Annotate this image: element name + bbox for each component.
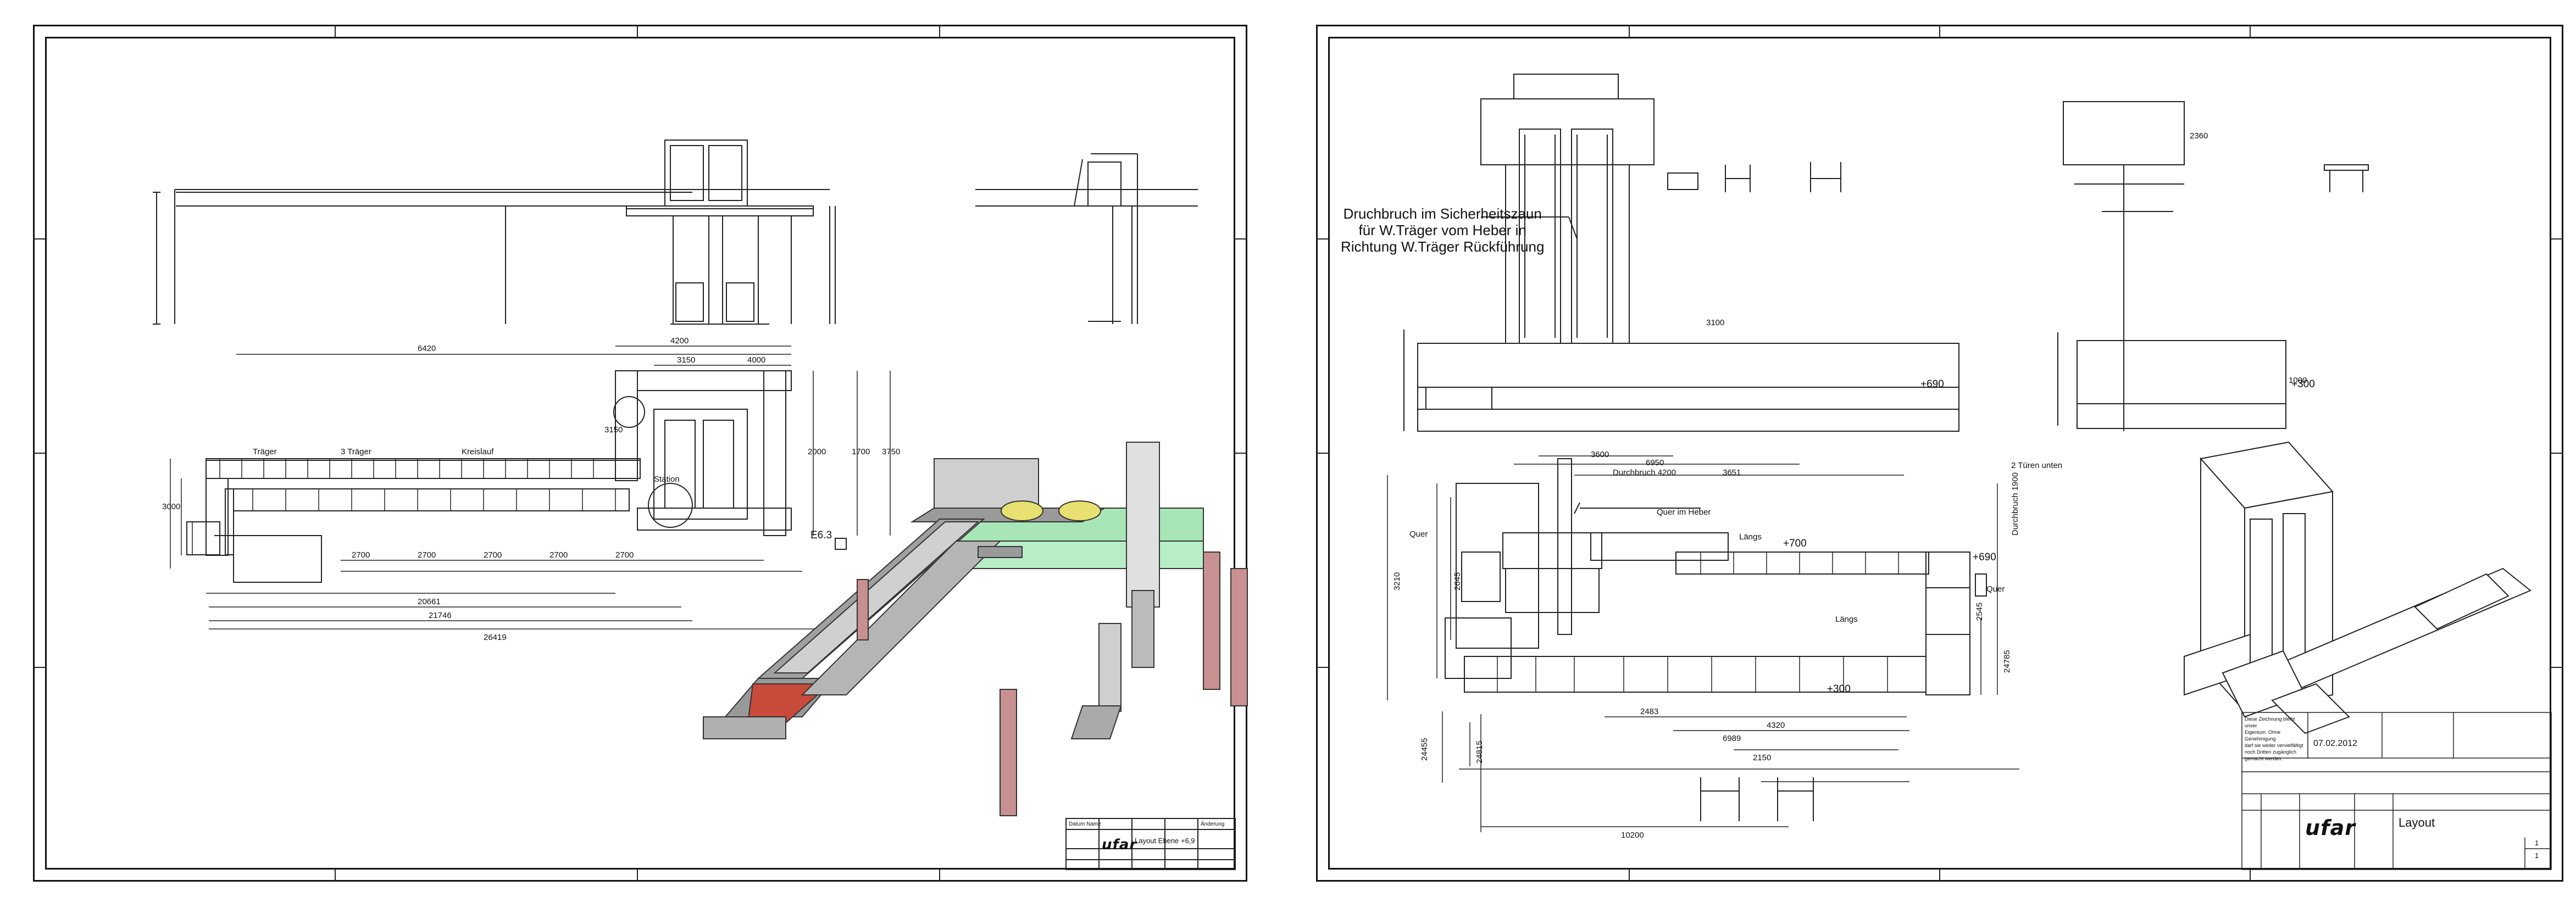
dim-1700: 1700 [852,447,870,456]
dim-total-26419: 26419 [484,633,507,642]
dim-3150: 3150 [677,355,696,365]
dim-row-2700b: 2700 [418,550,436,560]
safety-fence-annotation: Druchbruch im Sicherheitszaun für W.Träg… [1341,205,1545,255]
dim-total-20661: 20661 [418,597,441,606]
dim-row-2700a: 2700 [352,550,370,560]
elev-plus690-plan: +690 [1973,552,1996,563]
label-3-trager: 3 Träger [341,447,371,456]
label-quer-im-heber: Quer im Heber [1657,508,1711,517]
right-sheet-number: 1 [2535,839,2539,847]
elev-plus690: +690 [1920,378,1944,390]
dim-3150b: 3150 [604,425,623,434]
left-sheet-inner-frame [45,37,1235,870]
dim-2360: 2360 [2190,131,2208,141]
dim-row-2700d: 2700 [549,550,568,560]
label-station: Station [654,475,680,484]
dim-4200: 4200 [670,336,689,346]
elev-plus300: +300 [2291,378,2315,390]
left-date-name: Datum Name [1069,821,1101,827]
dim-4320: 4320 [1767,721,1785,730]
dim-6989: 6989 [1723,734,1741,743]
label-trager: Träger [253,447,277,456]
dim-2000: 2000 [808,447,826,456]
left-drawing-title: Layout Ebene +6,9 [1135,837,1195,845]
left-company-logo: ufar [1102,837,1137,853]
dim-durchbruch-1900: Durchbruch 1900 [2011,472,2020,536]
elev-plus700: +700 [1783,538,1807,549]
label-quer-right: Quer [1986,584,2005,594]
left-sheet-drawing [33,25,1248,882]
dim-3750: 3750 [882,447,901,456]
dim-3210: 3210 [1392,572,1402,591]
dim-10200: 10200 [1621,831,1644,840]
dim-2476-5: 2483 [1640,707,1659,716]
right-drawing-sheet: Druchbruch im Sicherheitszaun für W.Träg… [1316,25,2563,882]
dim-24455: 24455 [1420,738,1429,761]
right-date: 07.02.2012 [2313,739,2358,748]
ownership-notes: Diese Zeichnung bleibt unser Eigentum. O… [2245,716,2303,761]
label-2-turen-unten: 2 Türen unten [2011,461,2063,470]
dim-24815: 24815 [1475,740,1484,764]
right-company-logo: ufar [2305,816,2356,840]
dim-1000-side: 1000 [2289,376,2307,385]
dim-4000: 4000 [747,355,766,365]
right-drawing-title: Layout [2399,816,2435,829]
isometric-view-left [703,442,1248,816]
label-quer: Quer [1409,530,1428,539]
label-langs: Längs [1739,532,1762,542]
dim-total-21746: 21746 [429,611,452,620]
label-ebene: E6.3 [810,530,832,541]
label-kreislauf: Kreislauf [462,447,494,456]
label-langs-right: Längs [1835,615,1858,624]
dim-row-2700e: 2700 [615,550,634,560]
right-sheet-drawing [1316,25,2563,882]
dim-2545: 2545 [1975,602,1984,621]
right-sheet-inner-frame [1328,37,2551,870]
dim-3651: 3651 [1723,468,1741,477]
elev-plus300-plan: +300 [1827,683,1851,695]
dim-total-top: 6420 [418,344,436,353]
left-change-note: Änderung [1201,821,1225,827]
isometric-view-right [2184,441,2531,734]
dim-2645: 2645 [1453,572,1462,591]
dim-6950: 6950 [1646,458,1664,467]
dim-3600: 3600 [1591,450,1609,459]
right-sheet-total: 1 [2535,851,2539,860]
dim-3100: 3100 [1706,318,1725,327]
dim-2150: 2150 [1753,753,1772,762]
dim-24785: 24785 [2002,650,2012,673]
left-drawing-sheet: 6420 4200 4000 3150 2000 1700 3750 3150 … [33,25,1248,882]
dim-row-2700c: 2700 [484,550,502,560]
dim-durchbruch-4200: Durchbruch 4200 [1613,468,1676,477]
dim-3000: 3000 [162,502,181,511]
